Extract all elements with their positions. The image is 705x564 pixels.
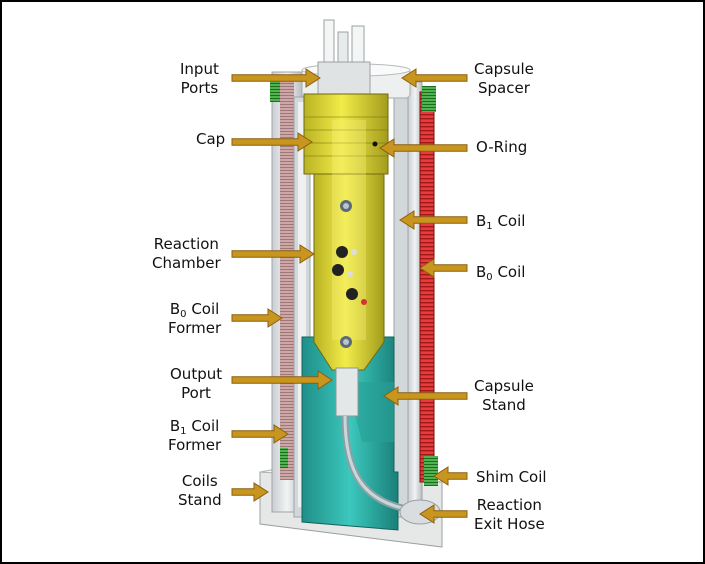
arrow-reaction-chamber bbox=[231, 244, 315, 264]
arrow-capsule-spacer bbox=[401, 68, 468, 88]
arrow-b0-coil-former bbox=[231, 308, 283, 328]
arrow-coils-stand bbox=[231, 482, 269, 502]
label-b1-coil: B1 Coil bbox=[476, 212, 526, 232]
reaction-chamber-part bbox=[303, 93, 389, 371]
arrow-reaction-exit-hose bbox=[419, 504, 468, 524]
arrow-b0-coil bbox=[419, 258, 468, 278]
arrow-cap bbox=[231, 132, 313, 152]
arrow-output-port bbox=[231, 370, 333, 390]
molecule-decorations bbox=[332, 200, 367, 348]
label-shim-coil: Shim Coil bbox=[476, 468, 547, 486]
arrow-b1-coil bbox=[399, 210, 468, 230]
arrow-input-ports bbox=[231, 68, 321, 88]
input-ports-part bbox=[317, 19, 371, 99]
arrow-shim-coil bbox=[433, 466, 468, 486]
label-o-ring: O-Ring bbox=[476, 138, 528, 156]
arrow-capsule-stand bbox=[383, 386, 468, 406]
arrow-o-ring bbox=[379, 138, 468, 158]
output-port-part bbox=[335, 367, 413, 514]
arrow-b1-coil-former bbox=[231, 424, 289, 444]
shim-coil-part bbox=[270, 80, 438, 486]
label-cap: Cap bbox=[196, 130, 226, 148]
capsule-stand-part bbox=[301, 336, 399, 531]
arrow-group bbox=[231, 68, 468, 524]
label-b0-coil: B0 Coil bbox=[476, 263, 526, 283]
